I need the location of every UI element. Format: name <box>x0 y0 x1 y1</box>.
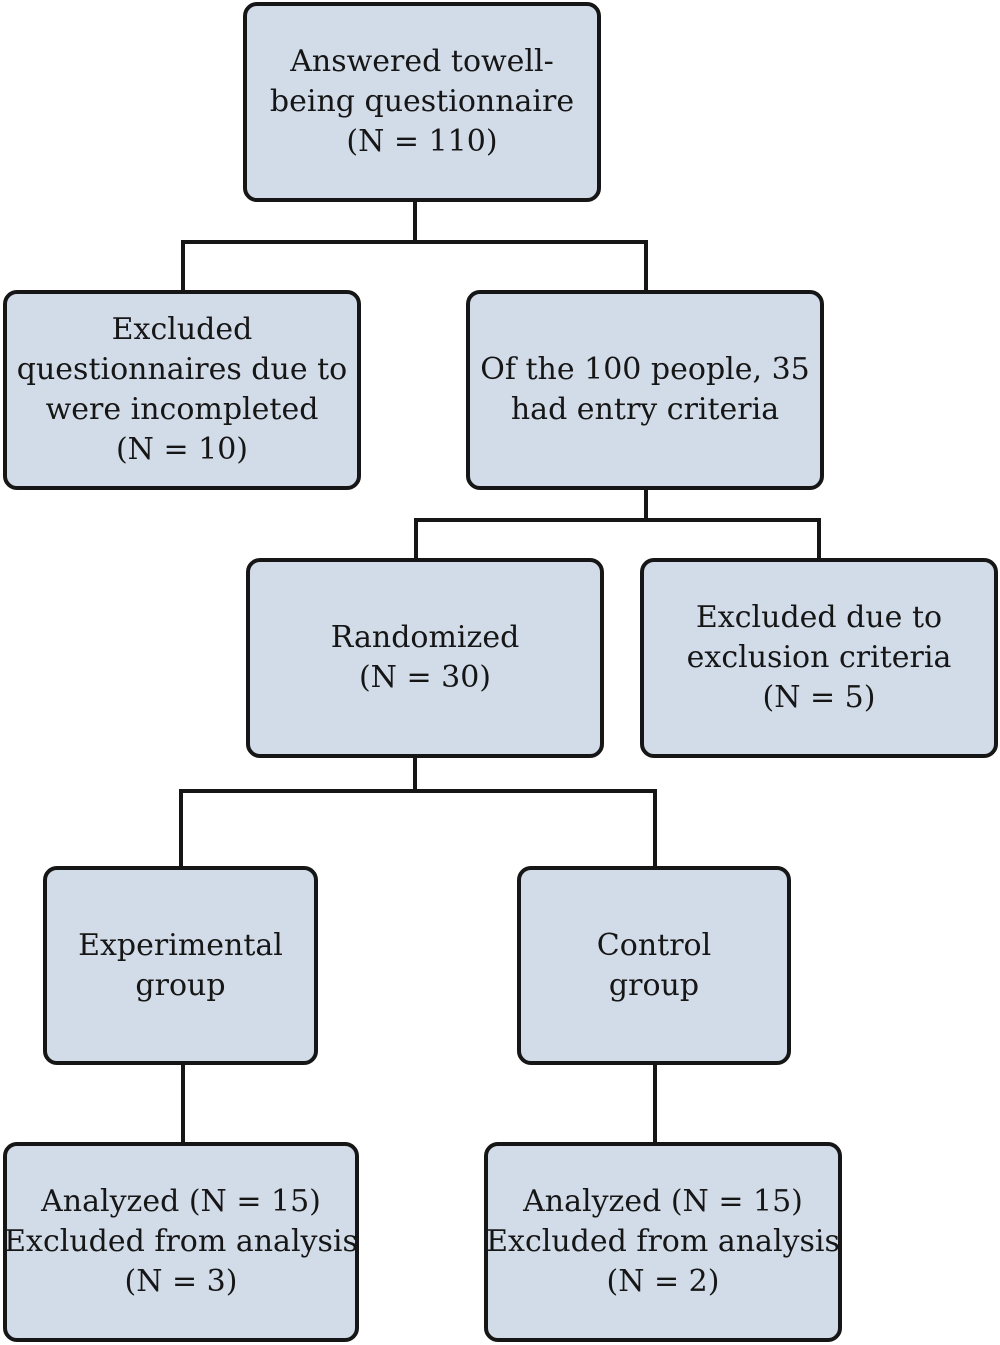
node-answered-line-2: being questionnaire <box>269 84 575 119</box>
connector-randomized-split <box>179 756 657 868</box>
node-analyzed-control: Analyzed (N = 15) Excluded from analysis… <box>484 1142 842 1342</box>
node-exclusion-line-3: (N = 5) <box>762 680 876 715</box>
node-experimental-group: Experimental group <box>43 866 318 1065</box>
node-answered-line-3: (N = 110) <box>346 124 498 159</box>
node-incomplete-line-4: (N = 10) <box>115 432 249 467</box>
node-answered-questionnaire: Answered towell- being questionnaire (N … <box>243 2 601 202</box>
node-control-group: Control group <box>517 866 791 1065</box>
node-analyzed-ctrl-line-1: Analyzed (N = 15) <box>523 1184 803 1219</box>
node-entry-line-2: had entry criteria <box>510 392 780 427</box>
node-incomplete-line-3: were incompleted <box>45 392 319 427</box>
node-answered-line-1: Answered towell- <box>290 44 554 79</box>
node-randomized-line-2: (N = 30) <box>358 660 492 695</box>
node-excluded-exclusion-criteria: Excluded due to exclusion criteria (N = … <box>640 558 998 758</box>
node-analyzed-experimental: Analyzed (N = 15) Excluded from analysis… <box>3 1142 359 1342</box>
node-analyzed-exp-line-1: Analyzed (N = 15) <box>41 1184 321 1219</box>
node-experimental-line-2: group <box>135 968 226 1003</box>
connector-answered-split <box>181 200 648 292</box>
node-exclusion-line-1: Excluded due to <box>695 600 943 635</box>
node-randomized-line-1: Randomized <box>330 620 520 655</box>
node-experimental-line-1: Experimental <box>78 928 283 963</box>
node-control-line-2: group <box>608 968 700 1003</box>
node-exclusion-line-2: exclusion criteria <box>686 640 952 675</box>
node-analyzed-ctrl-line-3: (N = 2) <box>606 1264 720 1299</box>
node-analyzed-ctrl-line-2: Excluded from analysis <box>486 1224 840 1259</box>
connector-entry-split <box>414 488 821 560</box>
node-entry-line-1: Of the 100 people, 35 <box>480 352 810 387</box>
node-incomplete-line-1: Excluded <box>111 312 253 347</box>
node-analyzed-exp-line-3: (N = 3) <box>124 1264 238 1299</box>
node-analyzed-exp-line-2: Excluded from analysis <box>4 1224 358 1259</box>
node-entry-criteria: Of the 100 people, 35 had entry criteria <box>466 290 824 490</box>
node-randomized: Randomized (N = 30) <box>246 558 604 758</box>
node-excluded-incomplete: Excluded questionnaires due to were inco… <box>3 290 361 490</box>
node-incomplete-line-2: questionnaires due to <box>16 352 348 387</box>
node-control-line-1: Control <box>596 928 712 963</box>
